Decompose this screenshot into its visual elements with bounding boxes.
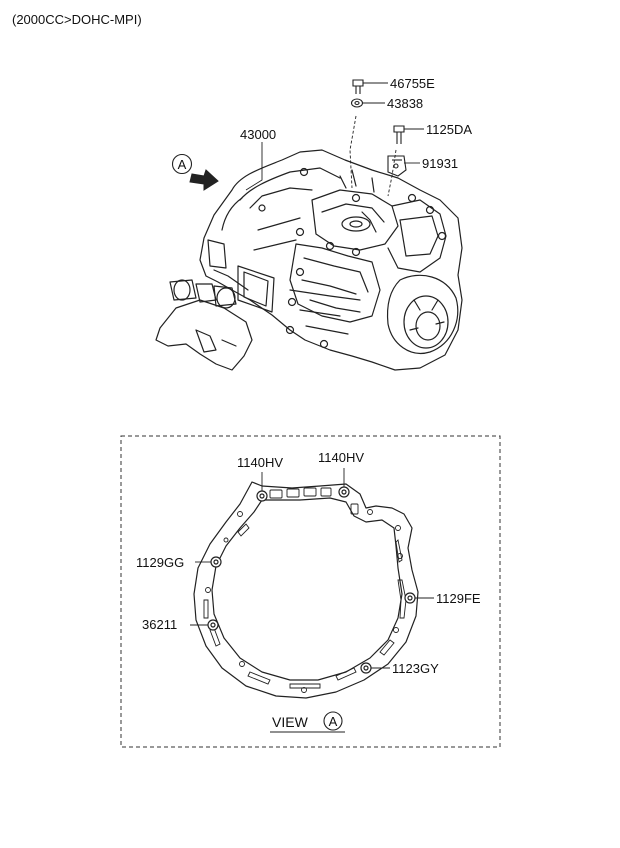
bracket-91931-part [387,155,407,177]
view-caption-text: VIEW [272,714,309,730]
gasket-holes [205,509,403,693]
label-91931: 91931 [422,156,458,171]
nut-43838-part [350,98,364,108]
gasket-slots [203,487,407,689]
leader-lines-view-a [190,468,434,669]
view-direction-arrow [189,169,219,191]
view-caption-letter: A [329,714,338,729]
label-46755e: 46755E [390,76,435,91]
label-36211: 36211 [142,617,177,632]
bolt-46755e-part [352,79,364,94]
view-a-bolts [207,486,416,674]
label-1125da: 1125DA [426,122,472,137]
leader-lines-top [245,82,424,197]
label-43838: 43838 [387,96,423,111]
view-a-frame [120,435,501,748]
label-1123gy: 1123GY [392,661,439,676]
engine-spec-header: (2000CC>DOHC-MPI) [12,12,142,27]
transaxle-illustration [155,149,463,371]
label-1129fe: 1129FE [436,591,481,606]
label-1129gg: 1129GG [136,555,184,570]
label-1140hv-left: 1140HV [237,455,283,470]
label-1140hv-right: 1140HV [318,450,364,465]
view-a-marker-letter: A [178,157,187,172]
bell-housing-gasket-outline [193,481,419,699]
bolt-1125da-part [393,125,405,144]
view-a-marker: A [171,153,193,175]
view-a-caption: VIEW A [270,711,345,733]
label-43000: 43000 [240,127,276,142]
